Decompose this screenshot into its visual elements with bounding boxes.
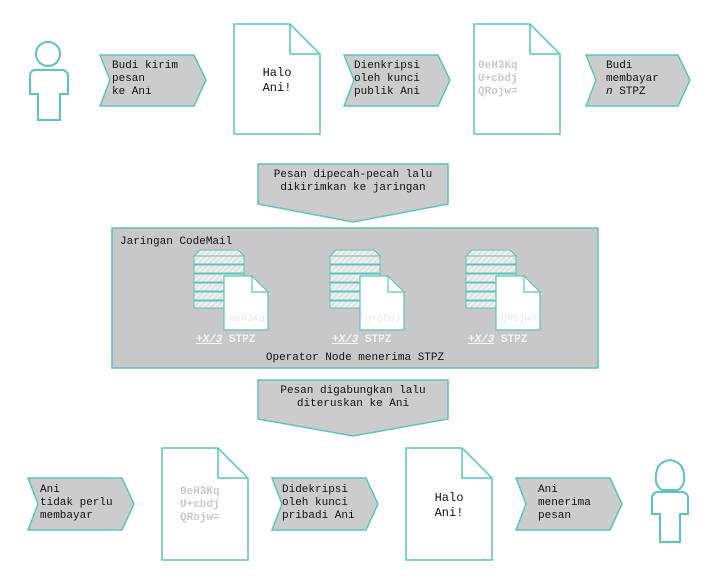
banner-shape-merge: [257, 379, 449, 437]
document-plaintext-bottom-icon: [405, 447, 493, 561]
arrow-label-ani-receives: Ani menerima pesan: [538, 484, 591, 522]
server-node-2-icon: [328, 249, 382, 309]
arrow-label-encrypt: Dienkripsi oleh kunci publik Ani: [354, 60, 421, 98]
arrow-shape-encrypt: [342, 54, 451, 107]
fragment-1-text: 0eH3Kq: [229, 314, 266, 325]
arrow-label-budi-pays: Budi membayar n STPZ: [606, 60, 692, 99]
arrow-shape-ani-free: [26, 477, 135, 531]
fragment-document-1-icon: [223, 275, 269, 331]
reward-label-3: +X/3 STPZ: [468, 334, 527, 346]
arrow-label-budi-pays-line1: Budi: [606, 60, 633, 72]
server-node-1-icon: [192, 249, 246, 309]
server-node-3-icon: [464, 249, 518, 309]
document-ciphertext-bottom-icon: [161, 447, 249, 561]
arrow-shape-budi-sends: [98, 54, 207, 107]
banner-shape-split: [257, 163, 449, 223]
document-plaintext-bottom-text: Halo Ani!: [434, 491, 464, 520]
reward-amount-1: +X/3: [196, 334, 223, 346]
reward-label-1: +X/3 STPZ: [196, 334, 255, 346]
person-ani-icon: [651, 458, 689, 543]
arrow-label-budi-pays-line3: n STPZ: [606, 86, 692, 99]
reward-amount-2: +X/3: [332, 334, 359, 346]
arrow-label-ani-free: Ani tidak perlu membayar: [40, 484, 113, 522]
fragment-2-text: U+cbdj: [365, 314, 402, 325]
document-plaintext-text: Halo Ani!: [262, 66, 292, 95]
reward-unit-2: STPZ: [358, 334, 392, 346]
fragment-document-3-icon: [495, 275, 541, 331]
document-ciphertext-bottom-text: 0eH3Kq U+cbdj QRojw=: [180, 486, 220, 524]
fragment-3-text: QRojw=: [501, 314, 538, 325]
reward-label-2: +X/3 STPZ: [332, 334, 391, 346]
document-plaintext-icon: [233, 23, 321, 135]
arrow-label-budi-pays-line2: membayar: [606, 73, 659, 85]
person-budi-icon: [29, 41, 69, 121]
document-ciphertext-text: 0eH3Kq U+cbdj QRojw=: [478, 60, 518, 98]
unit-stpz: STPZ: [612, 86, 646, 98]
fragment-document-2-icon: [359, 275, 405, 331]
reward-unit-3: STPZ: [494, 334, 528, 346]
arrow-label-decrypt: Didekripsi oleh kunci pribadi Ani: [282, 484, 355, 522]
banner-merge-text: Pesan digabungkan lalu diteruskan ke Ani: [280, 385, 426, 410]
arrow-label-budi-sends: Budi kirim pesan ke Ani: [112, 60, 179, 98]
arrow-shape-ani-receives: [514, 477, 623, 531]
network-title: Jaringan CodeMail: [120, 236, 233, 248]
banner-split-text: Pesan dipecah-pecah lalu dikirimkan ke j…: [273, 169, 433, 194]
reward-amount-3: +X/3: [468, 334, 495, 346]
network-footer: Operator Node menerima STPZ: [265, 352, 445, 364]
reward-unit-1: STPZ: [222, 334, 256, 346]
arrow-shape-budi-pays: [584, 54, 691, 107]
variable-n: n: [606, 86, 613, 98]
document-ciphertext-icon: [473, 23, 561, 135]
arrow-shape-decrypt: [270, 477, 379, 531]
